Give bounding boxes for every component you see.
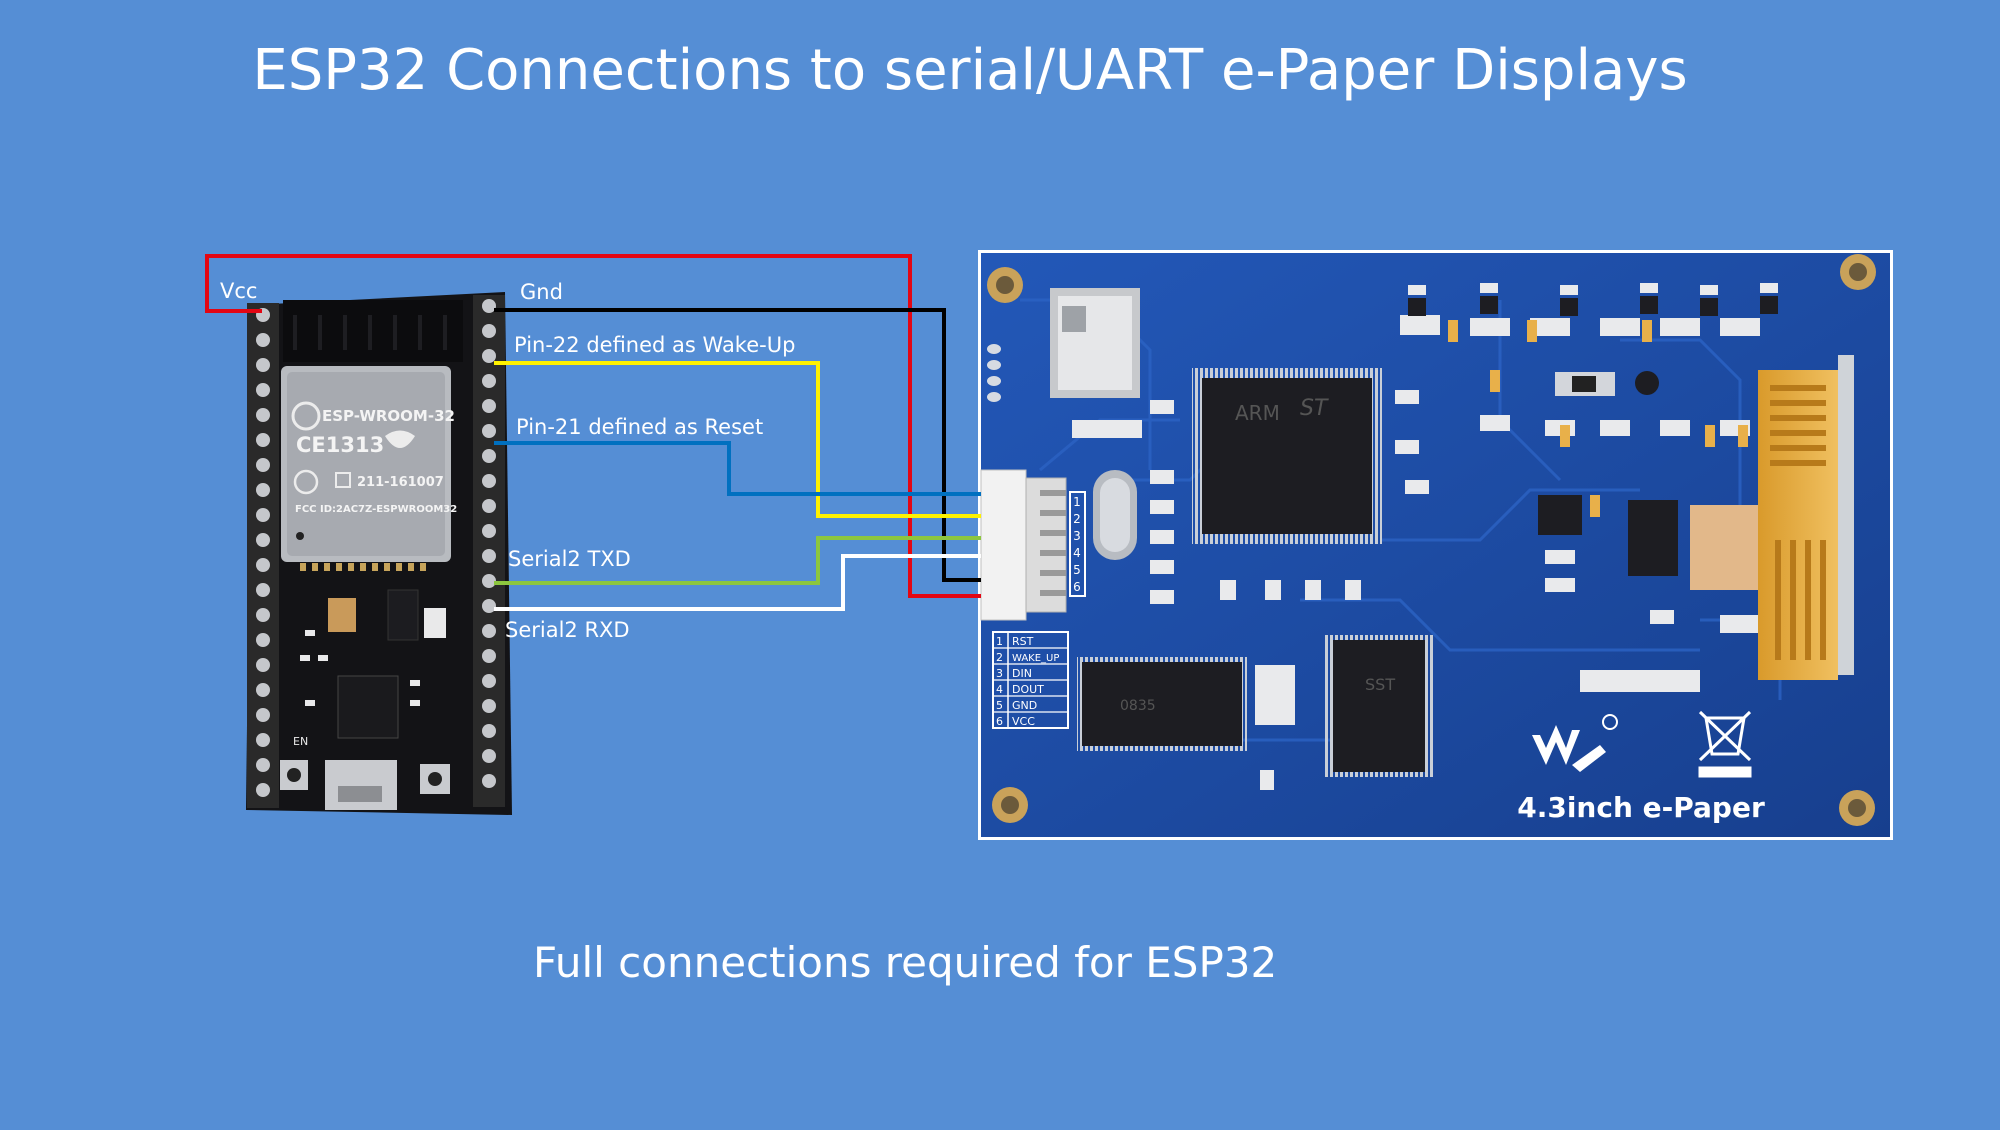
- connector-number-2: 2: [1073, 512, 1081, 526]
- pin-table-name: GND: [1012, 699, 1037, 712]
- label-vcc: Vcc: [220, 279, 257, 303]
- label-wake-up: Pin-22 defined as Wake-Up: [514, 333, 795, 357]
- svg-text:SST: SST: [1365, 675, 1395, 694]
- epaper-board: ARM ST 0835 SST: [978, 250, 1893, 840]
- pin-table-num: 6: [996, 715, 1003, 728]
- ce-mark: CE1313: [296, 433, 384, 457]
- fcc-id: FCC ID:2AC7Z-ESPWROOM32: [295, 504, 457, 515]
- memory-chip: 0835: [1077, 657, 1247, 751]
- pin-table-num: 5: [996, 699, 1003, 712]
- micro-usb-port: [325, 760, 397, 810]
- connection-wires: [205, 254, 981, 611]
- pin-table-num: 3: [996, 667, 1003, 680]
- connector-number-4: 4: [1073, 546, 1081, 560]
- weee-bin-icon: [1698, 710, 1752, 778]
- waveshare-logo: [1532, 714, 1618, 772]
- svg-text:ST: ST: [1300, 396, 1329, 421]
- epaper-product-name: 4.3inch e-Paper: [1517, 791, 1765, 824]
- mcu-chip: ARM ST: [1192, 368, 1382, 544]
- pin-table-name: DIN: [1012, 667, 1032, 680]
- slide-title: ESP32 Connections to serial/UART e-Paper…: [252, 38, 1688, 103]
- mounting-holes: [987, 254, 1876, 826]
- boot-button: [420, 764, 450, 794]
- label-gnd: Gnd: [520, 280, 563, 304]
- pin-table-name: DOUT: [1012, 683, 1044, 696]
- flash-chip: SST: [1325, 635, 1433, 777]
- pin-table-num: 1: [996, 635, 1003, 648]
- connector-number-6: 6: [1073, 580, 1081, 594]
- connector-number-3: 3: [1073, 529, 1081, 543]
- en-label: EN: [293, 735, 308, 748]
- svg-text:ARM: ARM: [1235, 401, 1280, 425]
- label-serial2-rxd: Serial2 RXD: [505, 618, 630, 642]
- en-button: [280, 760, 308, 790]
- crystal: [1093, 470, 1137, 560]
- wire-serial2-txd: [494, 536, 981, 585]
- pin-table-name: VCC: [1012, 715, 1035, 728]
- slide-caption: Full connections required for ESP32: [533, 938, 1278, 987]
- cert-code: 211-161007: [357, 475, 444, 490]
- wire-serial2-rxd: [494, 554, 981, 611]
- label-reset: Pin-21 defined as Reset: [516, 415, 763, 439]
- wire-gnd: [494, 308, 981, 582]
- wire-wake-up: [494, 361, 981, 518]
- esp32-left-header: [247, 303, 279, 808]
- pin-table-name: RST: [1012, 635, 1034, 648]
- module-name: ESP-WROOM-32: [322, 407, 455, 425]
- pin-table: 1 RST 2 WAKE_UP 3 DIN 4 DOUT 5 GND 6 VCC: [992, 631, 1069, 729]
- esp-wroom-32-module: ESP-WROOM-32 CE1313 211-161007 FCC ID:2A…: [281, 366, 457, 562]
- pin-table-num: 2: [996, 651, 1003, 664]
- label-serial2-txd: Serial2 TXD: [508, 547, 631, 571]
- pin-table-num: 4: [996, 683, 1003, 696]
- esp32-right-header: [473, 295, 505, 807]
- connector-number-5: 5: [1073, 563, 1081, 577]
- svg-text:0835: 0835: [1120, 698, 1156, 714]
- wire-vcc: [205, 254, 981, 598]
- fpc-ribbon-connector: [1690, 355, 1854, 680]
- uart-connector: 1 2 3 4 5 6: [980, 469, 1086, 621]
- sd-card-slot: [1050, 288, 1140, 398]
- wire-reset: [494, 441, 981, 496]
- connector-number-1: 1: [1073, 495, 1081, 509]
- pin-table-name: WAKE_UP: [1012, 653, 1059, 664]
- esp32-board: ESP-WROOM-32 CE1313 211-161007 FCC ID:2A…: [246, 292, 512, 815]
